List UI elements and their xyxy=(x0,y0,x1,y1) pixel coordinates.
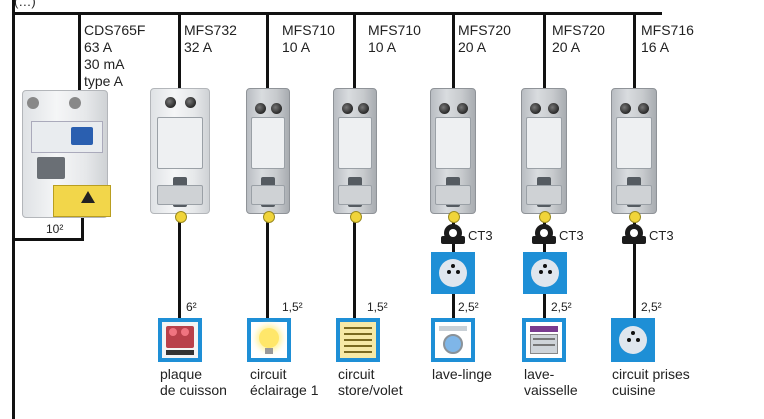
drop-wire-6 xyxy=(633,12,636,92)
breaker-4-device xyxy=(430,88,476,223)
main-rcd-device xyxy=(22,90,111,218)
ct-clamp-icon xyxy=(622,224,646,244)
breaker-1-name: MFS732 xyxy=(184,22,237,38)
breaker-3-name: MFS710 xyxy=(368,22,421,38)
main-spec-rating: 63 A xyxy=(84,39,113,55)
out-wire-6 xyxy=(633,212,636,320)
breaker-1-caption: plaque de cuisson xyxy=(160,366,227,398)
main-spec-type: type A xyxy=(84,73,123,89)
breaker-4-section: 2,5² xyxy=(458,300,479,314)
socket-icon xyxy=(523,252,567,294)
breaker-3-rating: 10 A xyxy=(368,39,397,55)
breaker-6-caption: circuit prises cuisine xyxy=(612,366,690,398)
breaker-2-section: 1,5² xyxy=(282,300,303,314)
out-wire-3 xyxy=(353,212,356,320)
breaker-6-device xyxy=(611,88,657,223)
breaker-6-rating: 16 A xyxy=(641,39,670,55)
dishwasher-icon xyxy=(522,318,566,362)
shutter-icon xyxy=(336,318,380,362)
breaker-4-rating: 20 A xyxy=(458,39,487,55)
ct-clamp-icon xyxy=(441,224,465,244)
breaker-5-caption: lave- vaisselle xyxy=(524,366,578,398)
breaker-1-device xyxy=(150,88,210,223)
socket-icon xyxy=(611,318,655,362)
main-spec-sensitivity: 30 mA xyxy=(84,56,125,72)
breaker-3-section: 1,5² xyxy=(367,300,388,314)
main-cable-section: 10² xyxy=(46,222,64,236)
breaker-4-name: MFS720 xyxy=(458,22,511,38)
left-feed-wire xyxy=(12,0,15,419)
cooktop-icon xyxy=(158,318,202,362)
main-name-label: CDS765F xyxy=(84,22,146,38)
drop-wire-2 xyxy=(266,12,269,92)
breaker-6-section: 2,5² xyxy=(641,300,662,314)
drop-wire-3 xyxy=(353,12,356,92)
drop-wire-1 xyxy=(178,12,181,92)
breaker-2-rating: 10 A xyxy=(282,39,311,55)
breaker-1-section: 6² xyxy=(186,300,197,314)
socket-icon xyxy=(431,252,475,294)
breaker-4-caption: lave-linge xyxy=(432,366,492,382)
breaker-1-rating: 32 A xyxy=(184,39,213,55)
main-out-wire xyxy=(81,215,84,241)
out-wire-1 xyxy=(178,212,181,320)
breaker-6-name: MFS716 xyxy=(641,22,694,38)
drop-wire-4 xyxy=(452,12,455,92)
top-partial-label: (…) xyxy=(14,0,36,9)
ct-clamp-icon xyxy=(532,224,556,244)
breaker-3-caption: circuit store/volet xyxy=(338,366,403,398)
top-bus-wire xyxy=(12,12,662,15)
drop-wire-5 xyxy=(543,12,546,92)
breaker-2-name: MFS710 xyxy=(282,22,335,38)
out-wire-2 xyxy=(266,212,269,320)
washing-machine-icon xyxy=(431,318,475,362)
breaker-2-caption: circuit éclairage 1 xyxy=(250,366,319,398)
breaker-5-name: MFS720 xyxy=(552,22,605,38)
light-bulb-icon xyxy=(247,318,291,362)
breaker-5-ct: CT3 xyxy=(559,228,584,243)
breaker-4-ct: CT3 xyxy=(468,228,493,243)
breaker-2-device xyxy=(246,88,290,223)
breaker-6-ct: CT3 xyxy=(649,228,674,243)
breaker-5-device xyxy=(521,88,567,223)
breaker-5-rating: 20 A xyxy=(552,39,581,55)
breaker-5-section: 2,5² xyxy=(551,300,572,314)
bottom-link-wire xyxy=(12,238,84,241)
main-drop-wire xyxy=(78,12,81,92)
breaker-3-device xyxy=(333,88,377,223)
